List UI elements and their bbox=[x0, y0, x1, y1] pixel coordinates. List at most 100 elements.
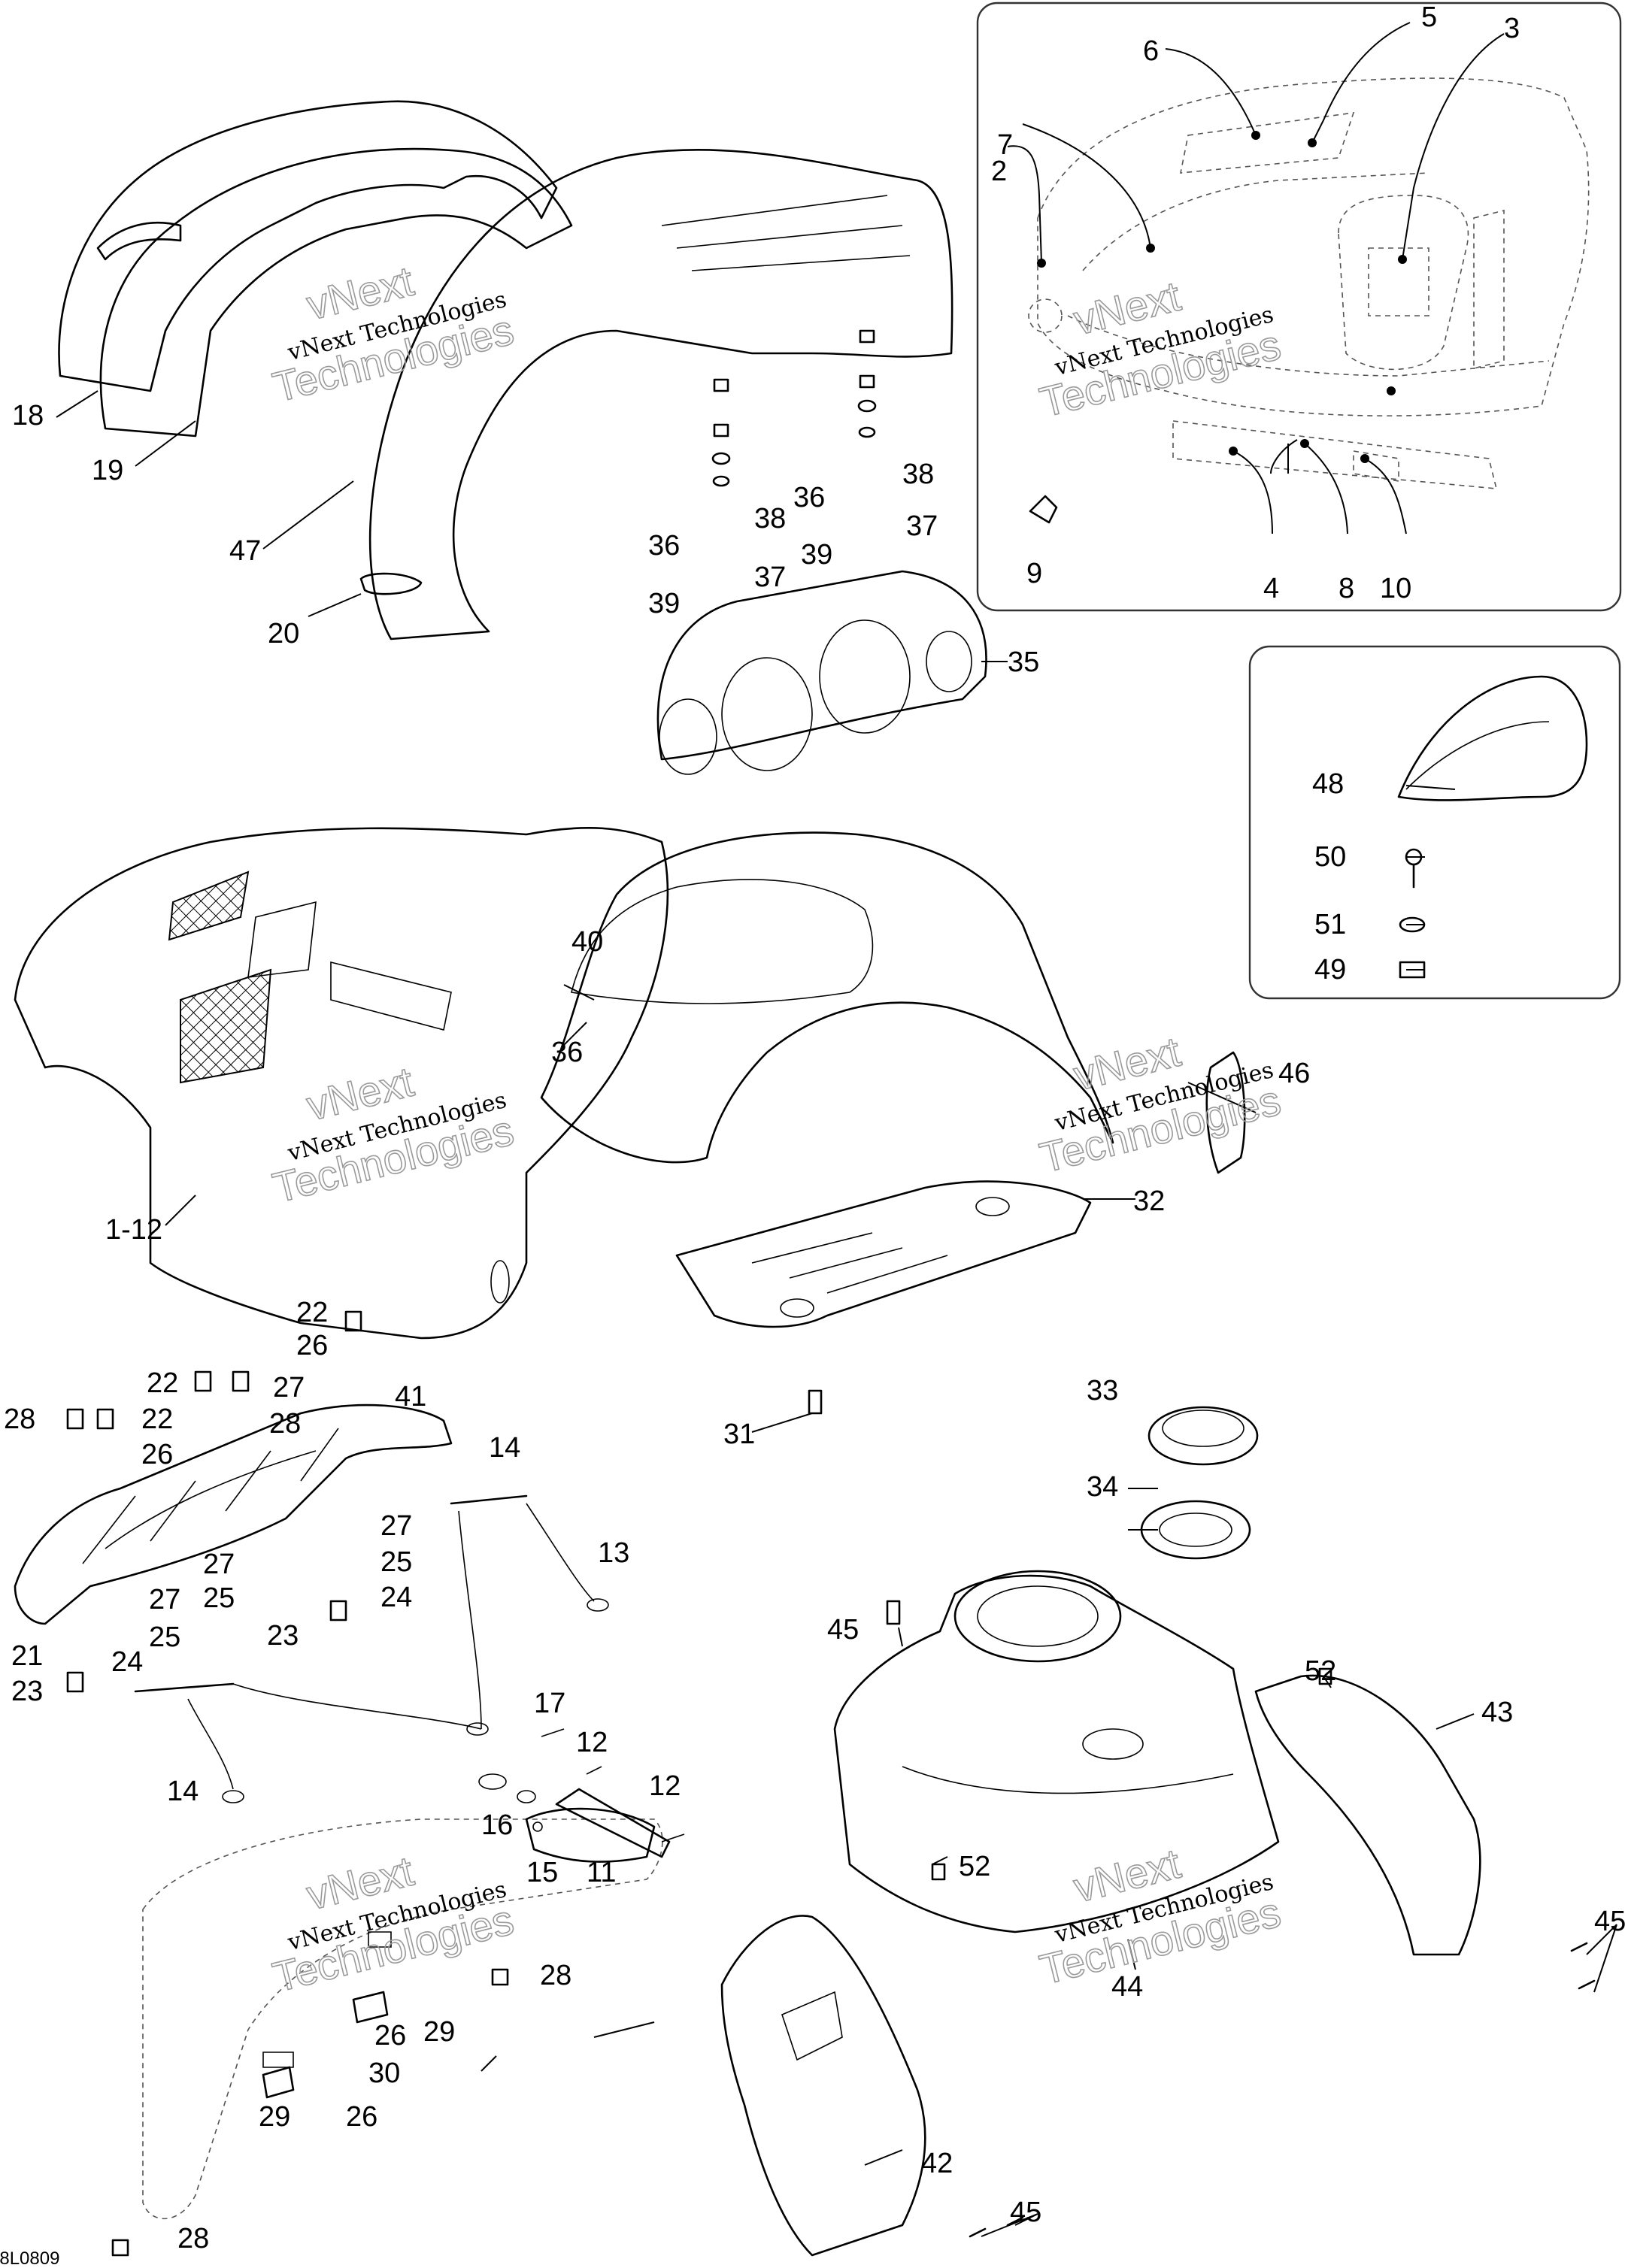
bracket-46 bbox=[1205, 1051, 1246, 1174]
label-27a: 27 bbox=[273, 1372, 305, 1403]
label-51: 51 bbox=[1314, 909, 1346, 940]
label-48: 48 bbox=[1312, 768, 1344, 800]
label-36b: 36 bbox=[648, 530, 680, 562]
screw-50 bbox=[1405, 848, 1423, 889]
label-28a: 28 bbox=[269, 1408, 301, 1440]
label-26a: 26 bbox=[296, 1330, 328, 1361]
label-16: 16 bbox=[481, 1809, 513, 1841]
label-32: 32 bbox=[1133, 1185, 1165, 1217]
label-9: 9 bbox=[1026, 558, 1042, 589]
leader-lines bbox=[56, 22, 1617, 2237]
label-10: 10 bbox=[1380, 573, 1411, 604]
tether-cables bbox=[134, 1494, 609, 1803]
label-45a: 45 bbox=[827, 1614, 859, 1646]
watermarks: vNext vNext Technologies Technologies vN… bbox=[268, 256, 1286, 2002]
label-11: 11 bbox=[587, 1857, 616, 1888]
decal-outline-drawing bbox=[1028, 77, 1590, 524]
windshield-parts bbox=[58, 100, 953, 640]
bumper-handle bbox=[142, 1807, 663, 2220]
side-panel-42-recess bbox=[781, 1991, 843, 2061]
label-22a: 22 bbox=[296, 1297, 328, 1328]
label-52a: 52 bbox=[1305, 1655, 1336, 1687]
lever-assembly bbox=[478, 1728, 685, 1858]
label-6: 6 bbox=[1143, 35, 1159, 67]
frame-21 bbox=[14, 1403, 453, 1625]
label-38a: 38 bbox=[902, 459, 934, 490]
label-14b: 14 bbox=[167, 1776, 199, 1807]
gauge-bezel-35 bbox=[656, 570, 987, 775]
front-body-1-12 bbox=[14, 827, 1114, 1340]
label-45b: 45 bbox=[1594, 1906, 1625, 1937]
decal-detail-panel bbox=[976, 2, 1622, 612]
label-25b: 25 bbox=[203, 1582, 235, 1614]
label-22b: 22 bbox=[147, 1367, 178, 1399]
label-41: 41 bbox=[395, 1381, 426, 1413]
label-40: 40 bbox=[571, 926, 603, 958]
label-37a: 37 bbox=[906, 510, 938, 542]
label-4: 4 bbox=[1263, 573, 1279, 604]
label-20: 20 bbox=[268, 618, 299, 650]
label-23b: 23 bbox=[11, 1676, 43, 1707]
lower-tray-32 bbox=[675, 1180, 1092, 1328]
label-18: 18 bbox=[12, 400, 44, 431]
label-36c: 36 bbox=[551, 1037, 583, 1068]
label-52b: 52 bbox=[959, 1851, 990, 1882]
label-2: 2 bbox=[991, 156, 1007, 187]
label-28c: 28 bbox=[540, 1960, 571, 1991]
label-26b: 26 bbox=[141, 1439, 173, 1470]
console-44 bbox=[833, 1570, 1280, 1933]
label-22c: 22 bbox=[141, 1403, 173, 1435]
side-panel-43 bbox=[1254, 1674, 1481, 1956]
mirror-detail-panel bbox=[1248, 645, 1621, 1000]
label-35: 35 bbox=[1008, 646, 1039, 678]
nut-49 bbox=[1399, 961, 1426, 979]
label-8: 8 bbox=[1339, 573, 1354, 604]
label-7: 7 bbox=[997, 129, 1013, 161]
label-27b: 27 bbox=[380, 1510, 412, 1542]
label-27d: 27 bbox=[149, 1584, 180, 1615]
label-17: 17 bbox=[534, 1688, 565, 1719]
label-49: 49 bbox=[1314, 954, 1346, 986]
label-5: 5 bbox=[1421, 2, 1437, 33]
label-24a: 24 bbox=[380, 1582, 412, 1613]
label-39b: 39 bbox=[648, 588, 680, 619]
drawing-reference-code: 88L0809 bbox=[0, 2248, 59, 2268]
label-34: 34 bbox=[1087, 1471, 1118, 1503]
label-33: 33 bbox=[1087, 1375, 1118, 1407]
label-39a: 39 bbox=[801, 539, 832, 571]
label-29b: 29 bbox=[259, 2101, 290, 2133]
label-25c: 25 bbox=[149, 1622, 180, 1653]
label-23a: 23 bbox=[267, 1620, 299, 1652]
label-38b: 38 bbox=[754, 503, 786, 534]
label-50: 50 bbox=[1314, 841, 1346, 873]
label-13: 13 bbox=[598, 1537, 629, 1569]
callout-labels: 18 19 47 20 5 3 6 7 2 9 4 8 10 38 38 36 … bbox=[4, 2, 1625, 2254]
label-1-12: 1-12 bbox=[105, 1214, 162, 1246]
leader-dots bbox=[1037, 131, 1407, 463]
label-47: 47 bbox=[229, 535, 261, 567]
label-29a: 29 bbox=[423, 2016, 455, 2048]
side-panel-42 bbox=[720, 1915, 926, 2257]
label-30: 30 bbox=[368, 2058, 400, 2089]
label-15: 15 bbox=[526, 1857, 558, 1888]
fasteners bbox=[66, 329, 1596, 2257]
label-31: 31 bbox=[723, 1419, 755, 1450]
label-37b: 37 bbox=[754, 562, 786, 593]
label-26c: 26 bbox=[374, 2020, 406, 2051]
label-27c: 27 bbox=[203, 1549, 235, 1580]
label-45c: 45 bbox=[1010, 2197, 1041, 2228]
label-43: 43 bbox=[1481, 1697, 1513, 1728]
label-28d: 28 bbox=[177, 2223, 209, 2254]
label-19: 19 bbox=[92, 455, 123, 486]
fuel-cap-33 bbox=[1148, 1406, 1259, 1466]
label-3: 3 bbox=[1504, 13, 1520, 44]
label-26d: 26 bbox=[346, 2101, 377, 2133]
mirror-48 bbox=[1397, 675, 1588, 801]
label-25a: 25 bbox=[380, 1546, 412, 1578]
label-44: 44 bbox=[1111, 1971, 1143, 2003]
label-12b: 12 bbox=[649, 1770, 681, 1802]
label-21: 21 bbox=[11, 1640, 43, 1672]
label-12a: 12 bbox=[576, 1727, 608, 1758]
label-46: 46 bbox=[1278, 1058, 1310, 1089]
